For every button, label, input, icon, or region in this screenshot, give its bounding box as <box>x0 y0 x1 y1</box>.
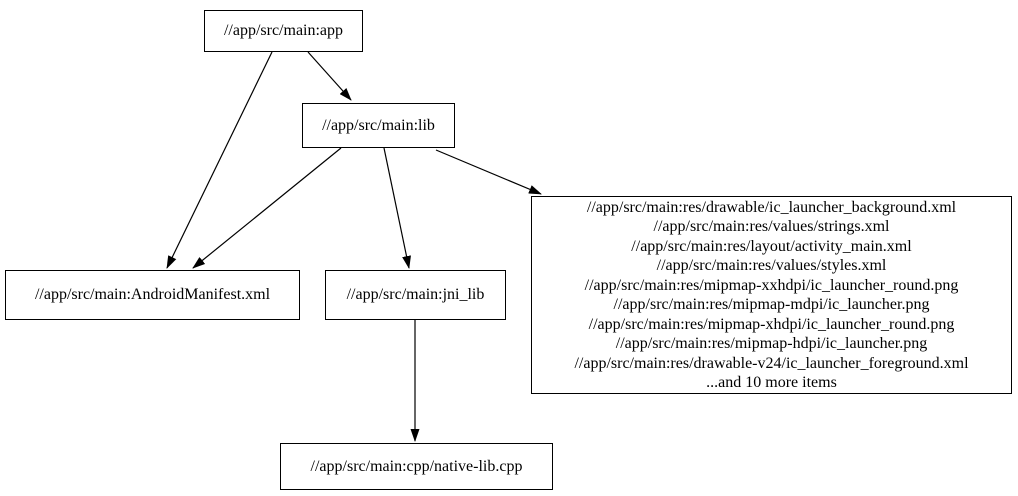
node-lib: //app/src/main:lib <box>302 103 455 148</box>
node-jni-lib-label: //app/src/main:jni_lib <box>346 286 485 304</box>
node-native-lib-cpp: //app/src/main:cpp/native-lib.cpp <box>280 443 553 490</box>
resource-line: //app/src/main:res/drawable-v24/ic_launc… <box>574 354 969 372</box>
edge-app-to-lib <box>307 51 352 101</box>
edge-lib-to-resources <box>435 149 542 195</box>
resource-line: //app/src/main:res/mipmap-xhdpi/ic_launc… <box>588 315 955 333</box>
edge-lib-to-manifest <box>192 147 342 269</box>
resource-line: //app/src/main:res/layout/activity_main.… <box>631 237 912 255</box>
resource-line: //app/src/main:res/values/styles.xml <box>656 257 887 274</box>
resource-line-more-items: ...and 10 more items <box>706 374 837 391</box>
node-lib-label: //app/src/main:lib <box>322 116 435 134</box>
edge-app-to-manifest <box>166 51 273 269</box>
node-app: //app/src/main:app <box>204 10 363 52</box>
node-app-label: //app/src/main:app <box>223 22 344 40</box>
resource-line: //app/src/main:res/values/strings.xml <box>653 218 890 235</box>
node-android-manifest: //app/src/main:AndroidManifest.xml <box>5 270 300 320</box>
resource-line: //app/src/main:res/drawable/ic_launcher_… <box>586 198 957 216</box>
node-android-manifest-label: //app/src/main:AndroidManifest.xml <box>34 286 271 304</box>
node-native-lib-cpp-label: //app/src/main:cpp/native-lib.cpp <box>310 457 523 475</box>
edge-lib-to-jni-lib <box>383 147 411 269</box>
resource-line: //app/src/main:res/mipmap-hdpi/ic_launch… <box>615 335 928 352</box>
node-jni-lib: //app/src/main:jni_lib <box>325 270 506 320</box>
node-resources: //app/src/main:res/drawable/ic_launcher_… <box>531 196 1012 394</box>
resource-line: //app/src/main:res/mipmap-xxhdpi/ic_laun… <box>584 276 959 294</box>
resource-line: //app/src/main:res/mipmap-mdpi/ic_launch… <box>613 296 930 313</box>
